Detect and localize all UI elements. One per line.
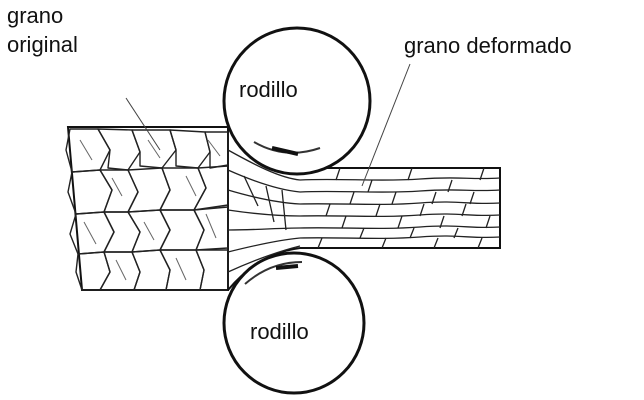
deformed-grains — [300, 168, 500, 248]
original-grain-leader — [126, 98, 160, 150]
top-roller-label: rodillo — [239, 76, 298, 103]
deformed-grain-label: grano deformado — [404, 32, 572, 59]
bottom-roller-label: rodillo — [250, 318, 309, 345]
original-grain-label-line-1: grano — [7, 2, 63, 29]
original-grain-label-line-2: original — [7, 31, 78, 58]
rolled-strip — [300, 168, 500, 248]
original-workpiece — [66, 127, 228, 290]
original-grains — [66, 129, 228, 290]
